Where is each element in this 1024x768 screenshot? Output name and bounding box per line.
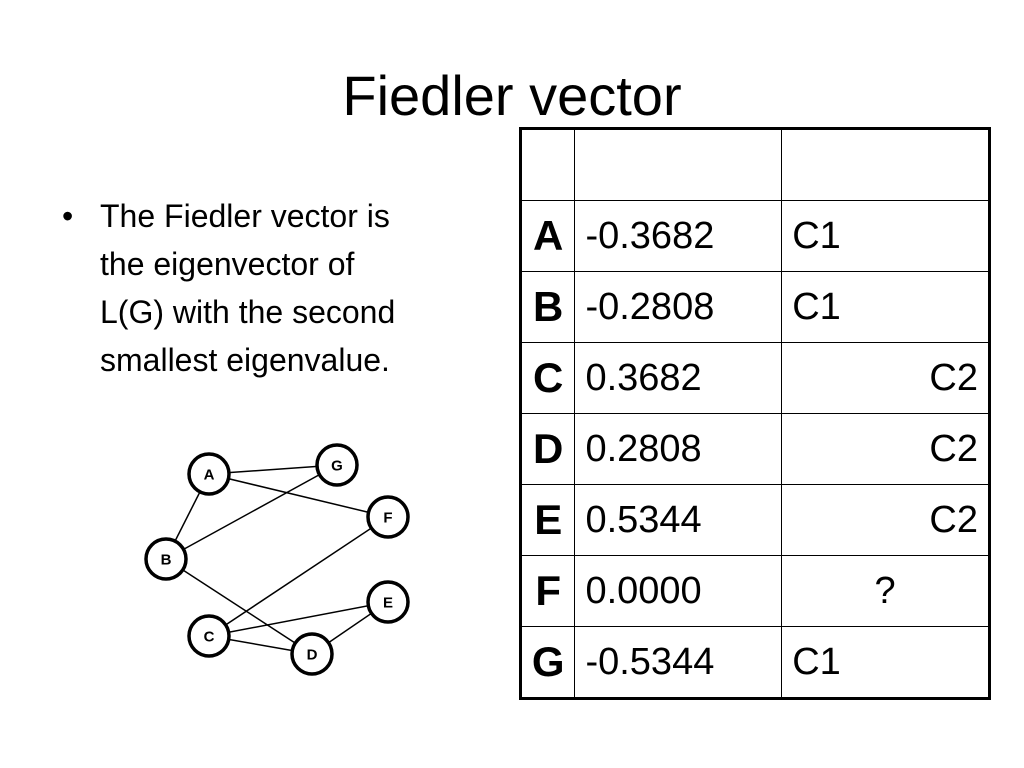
graph-node-b: B — [144, 537, 188, 581]
table-header-cell — [519, 128, 576, 201]
table-header-cell — [574, 128, 783, 201]
graph-edge-c-e — [208, 601, 389, 637]
bullet-item: • The Fiedler vector is the eigenvector … — [62, 192, 492, 384]
graph-node-g: G — [315, 443, 359, 487]
node-label-cell: E — [519, 484, 576, 556]
graph-node-circle — [315, 443, 359, 487]
graph-node-circle — [366, 495, 410, 539]
cluster-cell: C2 — [781, 342, 990, 414]
fiedler-value-cell: 0.5344 — [574, 484, 783, 556]
fiedler-value-cell: -0.3682 — [574, 200, 783, 272]
graph-node-label: G — [331, 458, 343, 475]
fiedler-value-cell: 0.2808 — [574, 413, 783, 485]
bullet-line: smallest eigenvalue. — [100, 342, 390, 378]
table-header-row — [519, 128, 990, 201]
node-label-cell: B — [519, 271, 576, 343]
slide-title: Fiedler vector — [342, 64, 682, 127]
graph-node-a: A — [187, 452, 231, 496]
bullet-dot-icon: • — [62, 198, 74, 234]
fiedler-value-cell: 0.0000 — [574, 555, 783, 627]
cluster-cell: C1 — [781, 626, 990, 699]
bullet-list: • The Fiedler vector is the eigenvector … — [62, 192, 492, 384]
fiedler-value-cell: -0.2808 — [574, 271, 783, 343]
cluster-cell: ? — [781, 555, 990, 627]
bullet-line: L(G) with the second — [100, 294, 396, 330]
bullet-line: the eigenvector of — [100, 246, 355, 282]
graph-node-circle — [290, 632, 334, 676]
cluster-cell: C1 — [781, 200, 990, 272]
graph-node-label: F — [383, 510, 392, 527]
node-label-cell: F — [519, 555, 576, 627]
node-label-cell: D — [519, 413, 576, 485]
graph-node-label: C — [204, 629, 215, 646]
node-label-cell: C — [519, 342, 576, 414]
graph-node-label: A — [204, 467, 215, 484]
graph-edge-c-f — [208, 516, 389, 637]
graph-node-circle — [187, 614, 231, 658]
bullet-line: The Fiedler vector is — [100, 198, 390, 234]
cluster-cell: C1 — [781, 271, 990, 343]
graph-node-d: D — [290, 632, 334, 676]
graph-node-e: E — [366, 580, 410, 624]
node-label-cell: A — [519, 200, 576, 272]
graph-node-f: F — [366, 495, 410, 539]
graph-node-circle — [187, 452, 231, 496]
fiedler-value-cell: 0.3682 — [574, 342, 783, 414]
fiedler-value-cell: -0.5344 — [574, 626, 783, 699]
graph-node-c: C — [187, 614, 231, 658]
graph-edge-b-g — [165, 464, 338, 560]
node-label-cell: G — [519, 626, 576, 699]
table-header-cell — [781, 128, 990, 201]
graph-edge-a-f — [208, 473, 389, 518]
cluster-cell: C2 — [781, 484, 990, 556]
graph-nodes: A B C D E F G — [144, 443, 410, 676]
graph-node-label: E — [383, 595, 393, 612]
graph-edge-b-d — [165, 558, 313, 655]
graph-node-label: B — [161, 552, 172, 569]
graph-node-circle — [144, 537, 188, 581]
cluster-cell: C2 — [781, 413, 990, 485]
graph-node-label: D — [307, 647, 318, 664]
graph-node-circle — [366, 580, 410, 624]
